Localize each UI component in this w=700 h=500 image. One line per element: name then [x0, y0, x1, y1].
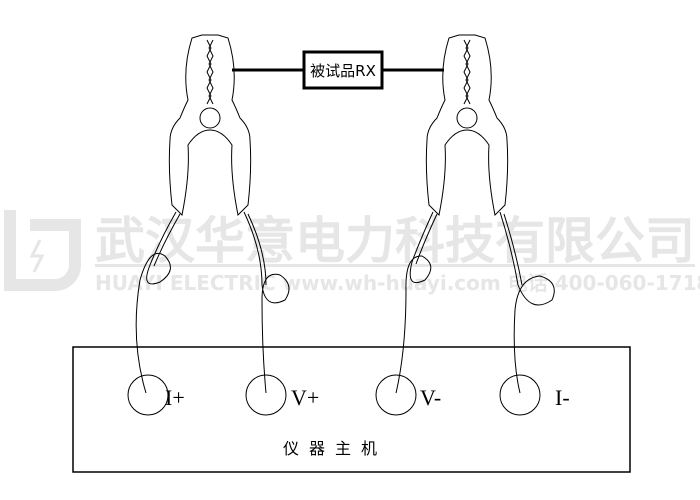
clip-left [168, 34, 252, 217]
watermark-logo [4, 210, 81, 291]
terminal-label: V- [420, 385, 441, 410]
terminal-i-plus: I+ [127, 374, 185, 416]
watermark: 武汉华意电力科技有限公司 HUAYI ELECTRIC www.wh-huayi… [4, 210, 700, 295]
wire-v-minus [395, 211, 434, 394]
terminal-v-minus: V- [375, 374, 441, 416]
terminal-label: V+ [291, 385, 319, 410]
clip-right [425, 34, 509, 217]
wire-v-plus [243, 211, 290, 394]
terminal-i-minus: I- [499, 374, 570, 416]
wires [135, 211, 555, 394]
wire-i-minus [499, 211, 555, 394]
terminal-v-plus: V+ [245, 374, 319, 416]
watermark-company: 武汉华意电力科技有限公司 [95, 212, 695, 270]
watermark-rule [95, 264, 695, 267]
sample-box [302, 50, 384, 90]
wire-i-plus [135, 211, 177, 394]
sample-label: 被试品RX [310, 62, 376, 80]
instrument-box [72, 346, 631, 473]
instrument-label: 仪器主机 [283, 439, 387, 458]
terminal-label: I- [555, 385, 570, 410]
watermark-contact: HUAYI ELECTRIC www.wh-huayi.com 电话 400-0… [95, 271, 700, 295]
terminal-label: I+ [165, 385, 185, 410]
